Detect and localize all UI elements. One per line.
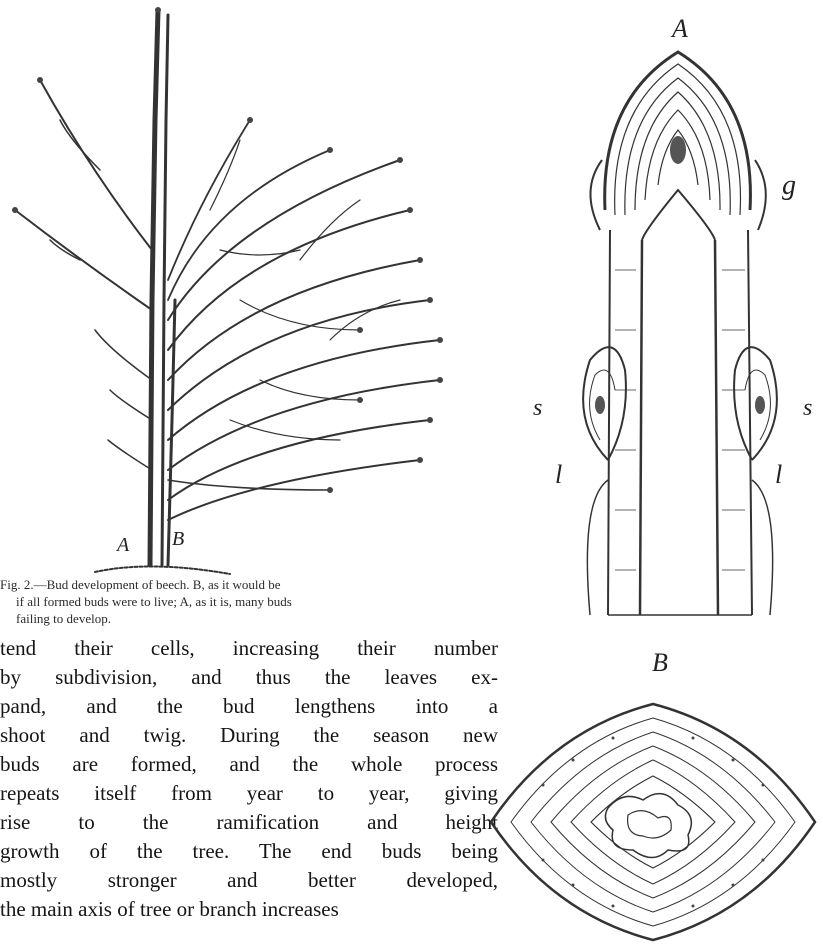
caption-line: if all formed buds were to live; A, as i… — [0, 593, 500, 610]
body-line: by subdivision, and thus the leaves ex- — [0, 663, 498, 692]
bud-cross-section — [483, 700, 823, 945]
body-line: shoot and twig. During the season new — [0, 721, 498, 750]
body-line: growth of the tree. The end buds being — [0, 837, 498, 866]
body-line: buds are formed, and the whole process — [0, 750, 498, 779]
caption-line: Fig. 2.—Bud development of beech. B, as … — [0, 576, 500, 593]
bud-section-label-l-right: l — [775, 460, 782, 490]
bud-section-label-s-left: s — [533, 395, 542, 422]
bud-longitudinal-section — [570, 40, 790, 630]
figure-caption: Fig. 2.—Bud development of beech. B, as … — [0, 576, 500, 627]
caption-line: failing to develop. — [0, 610, 500, 627]
body-line: rise to the ramification and height — [0, 808, 498, 837]
body-line: the main axis of tree or branch increase… — [0, 895, 498, 924]
body-line: repeats itself from year to year, giving — [0, 779, 498, 808]
beech-tree-illustration — [0, 0, 470, 575]
tree-label-b: B — [172, 528, 184, 551]
body-line: pand, and the bud lengthens into a — [0, 692, 498, 721]
bud-section-label-l-left: l — [555, 460, 562, 490]
bud-section-label-g: g — [782, 170, 796, 202]
tree-label-a: A — [117, 534, 129, 557]
bud-section-label-s-right: s — [803, 395, 812, 422]
body-line: mostly stronger and better developed, — [0, 866, 498, 895]
cross-section-label-b: B — [652, 648, 668, 678]
body-paragraph: tend their cells, increasing their numbe… — [0, 634, 498, 924]
body-line: tend their cells, increasing their numbe… — [0, 634, 498, 663]
